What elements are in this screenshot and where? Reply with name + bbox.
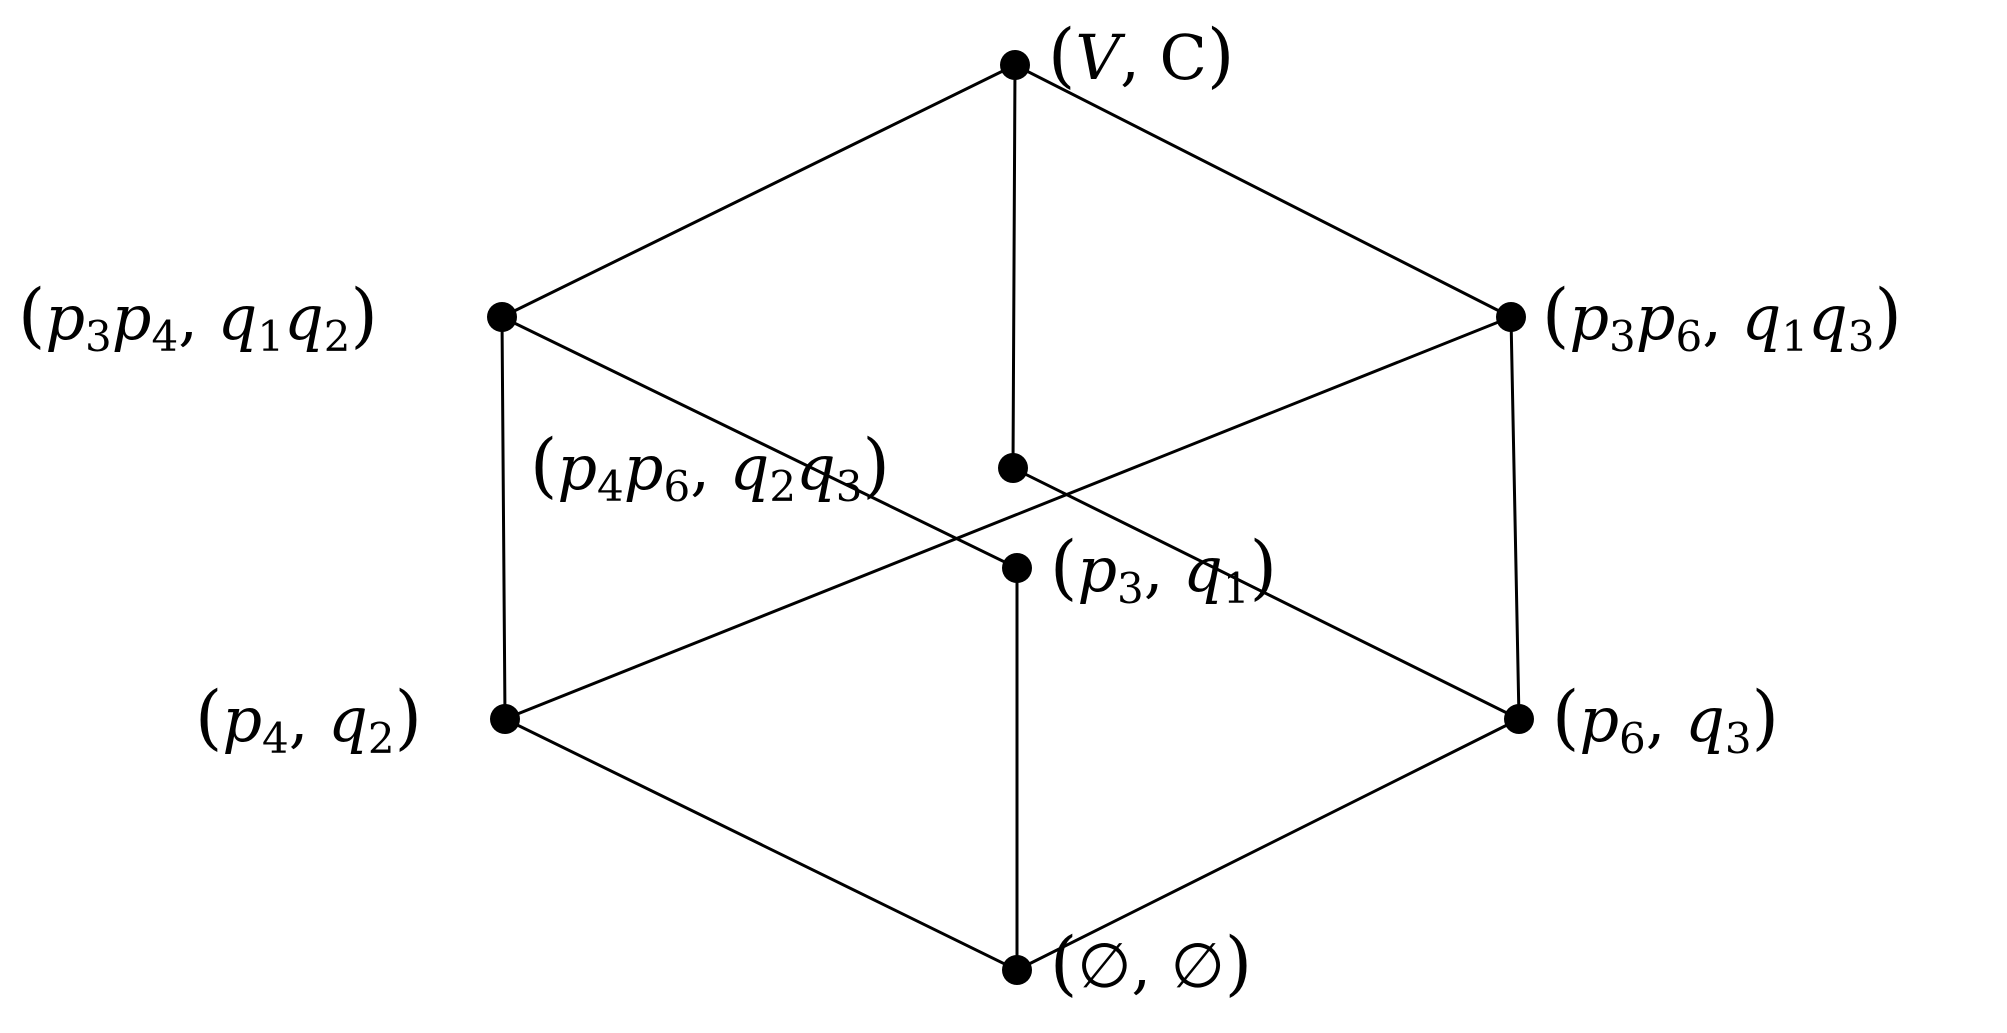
label-variable: q (284, 281, 324, 354)
diagram-edges (500, 63, 1521, 972)
label-punct: ) (1206, 14, 1235, 96)
label-subscript: 6 (1675, 311, 1703, 361)
node-label-center-upper: (p4p6, q2q3) (530, 430, 890, 507)
edge-top-upper-left (500, 63, 1017, 319)
label-punct: ) (394, 676, 422, 758)
label-subscript: 4 (597, 461, 624, 511)
edge-top-center-upper (1011, 63, 1017, 470)
label-variable: V (1075, 21, 1121, 94)
label-variable: q (729, 431, 770, 504)
diagram-nodes (487, 50, 1534, 985)
label-punct: , (178, 281, 218, 354)
label-variable: p (1077, 533, 1118, 606)
label-variable: q (1685, 683, 1725, 756)
label-symbol: ∅ (1170, 929, 1225, 1002)
label-variable: q (217, 281, 258, 354)
label-punct: , (1131, 929, 1171, 1002)
label-variable: q (796, 431, 836, 504)
label-subscript: 1 (1222, 563, 1250, 613)
label-subscript: 3 (1117, 563, 1144, 613)
node-upper-right (1496, 302, 1526, 332)
label-variable: p (557, 431, 598, 504)
label-variable: p (45, 281, 86, 354)
label-punct: ( (1552, 676, 1580, 758)
label-subscript: 3 (85, 311, 112, 361)
label-subscript: 3 (1609, 311, 1636, 361)
label-punct: ) (1224, 922, 1253, 1004)
node-lower-right (1504, 704, 1534, 734)
label-punct: , (288, 683, 329, 756)
label-symbol: ∅ (1077, 929, 1132, 1002)
label-punct: ) (862, 424, 890, 506)
label-variable: q (1808, 281, 1848, 354)
node-label-upper-left: (p3p4, q1q2) (18, 280, 378, 357)
edge-upper-right-lower-right (1509, 315, 1521, 721)
label-subscript: 1 (257, 311, 285, 361)
edge-lower-left-bottom (503, 717, 1019, 972)
edge-top-upper-right (1013, 63, 1513, 319)
node-label-top: (V, C) (1048, 20, 1234, 90)
label-subscript: 3 (1724, 713, 1752, 763)
label-punct: ( (1048, 14, 1076, 96)
label-variable: p (1635, 281, 1676, 354)
node-label-bottom: (∅, ∅) (1050, 928, 1252, 998)
label-subscript: 4 (151, 311, 179, 361)
label-subscript: 6 (1619, 713, 1646, 763)
label-punct: , (1143, 533, 1184, 606)
label-punct: ( (1542, 274, 1570, 356)
label-subscript: 2 (769, 461, 797, 511)
label-punct: ( (1050, 526, 1078, 608)
label-variable: q (1183, 533, 1223, 606)
label-punct: ) (1874, 274, 1902, 356)
label-subscript: 3 (835, 461, 863, 511)
label-punct: ) (350, 274, 378, 356)
node-label-upper-right: (p3p6, q1q3) (1542, 280, 1902, 357)
label-subscript: 2 (367, 713, 395, 763)
node-center-lower (1002, 553, 1032, 583)
label-punct: ( (1050, 922, 1078, 1004)
label-punct: ) (1249, 526, 1277, 608)
label-symbol: C (1159, 21, 1207, 94)
edge-upper-left-lower-left (500, 315, 507, 721)
label-variable: p (111, 281, 152, 354)
label-variable: p (1579, 683, 1620, 756)
edge-lower-right-bottom (1015, 717, 1521, 972)
edge-center-upper-lower-right (1011, 466, 1521, 721)
node-label-lower-left: (p4, q2) (195, 682, 422, 759)
node-top (1000, 50, 1030, 80)
label-subscript: 6 (663, 461, 691, 511)
node-center-upper (998, 453, 1028, 483)
label-subscript: 3 (1847, 311, 1875, 361)
label-punct: ( (18, 274, 46, 356)
node-upper-left (487, 302, 517, 332)
edge-upper-right-lower-left (503, 315, 1513, 721)
node-label-center-lower: (p3, q1) (1050, 532, 1277, 609)
label-variable: p (222, 683, 263, 756)
label-punct: , (1702, 281, 1742, 354)
label-punct: ( (530, 424, 558, 506)
label-punct: ) (1751, 676, 1779, 758)
label-subscript: 4 (262, 713, 289, 763)
label-punct: , (1645, 683, 1686, 756)
label-punct: ( (195, 676, 223, 758)
label-variable: q (328, 683, 368, 756)
label-punct: , (690, 431, 730, 504)
label-punct: , (1120, 21, 1160, 94)
label-variable: p (623, 431, 664, 504)
label-subscript: 2 (323, 311, 351, 361)
label-variable: p (1569, 281, 1610, 354)
node-label-lower-right: (p6, q3) (1552, 682, 1779, 759)
node-lower-left (490, 704, 520, 734)
label-subscript: 1 (1781, 311, 1809, 361)
label-variable: q (1741, 281, 1782, 354)
edge-upper-left-center-lower (500, 315, 1019, 570)
node-bottom (1002, 955, 1032, 985)
